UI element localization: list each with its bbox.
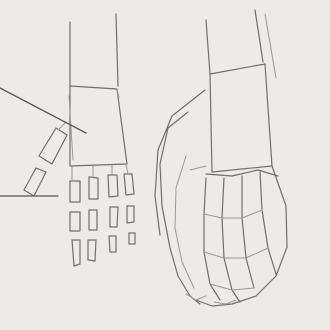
right-hand-diagram: [155, 10, 287, 306]
right-wrist-block: [210, 64, 272, 172]
right-wrist-crease: [190, 166, 206, 170]
right-finger-1: [204, 178, 220, 300]
right-knuckle-line: [206, 170, 278, 176]
left-thumb-seg-1: [39, 128, 67, 164]
right-forearm-left: [206, 20, 210, 74]
left-finger-2-seg-2: [89, 210, 97, 230]
left-knuckle-lines: [72, 164, 128, 181]
left-finger-2-seg-1: [89, 177, 98, 199]
left-finger-4-seg-2: [127, 206, 134, 223]
right-forearm-right-2: [265, 14, 276, 78]
left-finger-1-seg-1: [70, 181, 80, 202]
right-thumb-inner: [175, 156, 194, 288]
right-forearm-right: [255, 10, 263, 62]
left-thumb-seg-2: [24, 168, 46, 196]
left-forearm-line-b: [116, 14, 118, 86]
left-finger-2-seg-3: [88, 240, 96, 261]
left-finger-1-seg-3: [72, 240, 80, 266]
left-finger-1-seg-2: [70, 212, 80, 231]
right-fingertips: [186, 294, 236, 304]
right-finger-joints: [204, 210, 268, 290]
right-finger-2: [222, 178, 240, 302]
annotation-leader-line-1: [0, 88, 86, 133]
left-palm-box: [70, 86, 127, 166]
left-finger-4-seg-1: [124, 174, 134, 195]
left-finger-3-seg-1: [108, 175, 118, 197]
right-thumb: [160, 112, 200, 304]
left-palm-inner: [69, 89, 119, 160]
left-thumb-link: [58, 122, 66, 130]
right-finger-4: [260, 172, 276, 274]
left-hand-diagram: [24, 14, 135, 266]
left-finger-3-seg-2: [110, 207, 118, 227]
left-finger-3-seg-3: [109, 236, 116, 252]
left-finger-4-seg-3: [129, 233, 135, 244]
right-finger-3: [242, 176, 254, 288]
